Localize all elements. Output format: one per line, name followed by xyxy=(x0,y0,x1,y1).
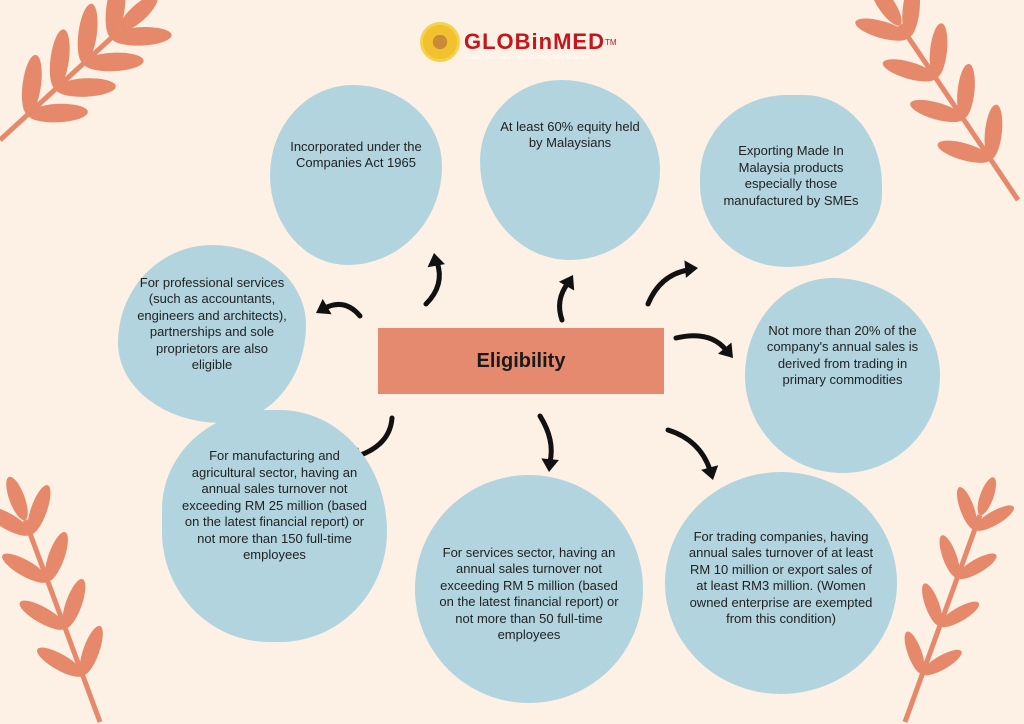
leaf-icon xyxy=(77,3,98,64)
arrow-icon xyxy=(557,280,571,323)
arrowhead-icon xyxy=(701,465,719,480)
criterion-companies-act: Incorporated under the Companies Act 196… xyxy=(270,85,442,265)
criterion-manufacturing: For manufacturing and agricultural secto… xyxy=(162,410,387,642)
leaf-icon xyxy=(977,477,997,516)
criterion-text: For professional services (such as accou… xyxy=(137,274,287,373)
arrow-icon xyxy=(645,267,691,307)
arrowhead-icon xyxy=(684,260,698,278)
leaf-icon xyxy=(855,18,909,41)
leaf-icon xyxy=(870,0,902,26)
leaf-icon xyxy=(55,78,116,97)
criterion-equity: At least 60% equity held by Malaysians xyxy=(480,80,660,260)
eligibility-title-box: Eligibility xyxy=(378,328,664,394)
leaf-icon xyxy=(0,506,31,536)
leaf-icon xyxy=(956,487,978,530)
globinmed-logo: GLOBinMED TM Global Information Hub On I… xyxy=(420,22,617,62)
criterion-text: Incorporated under the Companies Act 196… xyxy=(290,138,422,171)
branch-stem xyxy=(902,514,983,723)
leaf-icon xyxy=(21,54,42,115)
logo-trademark: TM xyxy=(605,37,617,47)
leaf-icon xyxy=(83,52,144,72)
criterion-text: Not more than 20% of the company's annua… xyxy=(766,322,919,388)
leaf-icon xyxy=(939,535,960,578)
leaf-icon xyxy=(939,601,980,628)
criterion-text: Exporting Made In Malaysia products espe… xyxy=(723,143,859,208)
leaf-icon xyxy=(929,23,948,78)
arrow-icon xyxy=(673,333,729,353)
arrow-icon xyxy=(537,413,554,465)
leaf-icon xyxy=(904,631,925,674)
arrowhead-icon xyxy=(427,253,445,268)
logo-name: GLOBinMED xyxy=(464,29,605,54)
arrow-icon xyxy=(322,301,363,319)
criterion-primary-commodities: Not more than 20% of the company's annua… xyxy=(745,278,940,473)
criterion-trading-companies: For trading companies, having annual sal… xyxy=(665,472,897,694)
logo-tagline: Global Information Hub On Integrated Med… xyxy=(464,55,590,61)
leaf-icon xyxy=(957,63,975,119)
sun-logo-icon xyxy=(420,22,460,62)
leaf-icon xyxy=(111,27,172,46)
leaf-icon xyxy=(62,578,86,629)
leaf-icon xyxy=(27,484,51,535)
criterion-text: For services sector, having an annual sa… xyxy=(439,544,619,643)
leaf-icon xyxy=(27,103,88,123)
criterion-exporting: Exporting Made In Malaysia products espe… xyxy=(700,95,882,267)
leaf-icon xyxy=(49,29,70,89)
leaf-icon xyxy=(44,531,68,582)
leaf-icon xyxy=(974,505,1015,531)
leaf-icon xyxy=(19,600,66,630)
leaf-icon xyxy=(937,140,991,163)
arrowhead-icon xyxy=(316,298,332,315)
page-title: Eligibility xyxy=(476,349,566,372)
leaf-icon xyxy=(37,647,83,677)
arrow-icon xyxy=(423,259,442,307)
arrow-icon xyxy=(665,427,713,473)
criterion-professional-services: For professional services (such as accou… xyxy=(118,245,306,423)
criterion-text: At least 60% equity held by Malaysians xyxy=(500,118,640,151)
leaf-icon xyxy=(922,649,962,676)
criterion-text: For manufacturing and agricultural secto… xyxy=(182,448,367,563)
leaf-icon xyxy=(910,99,964,123)
arrowhead-icon xyxy=(717,342,733,358)
leaf-icon xyxy=(119,0,158,32)
leaf-icon xyxy=(882,59,936,82)
leaf-icon xyxy=(6,476,28,521)
arrowhead-icon xyxy=(558,275,575,291)
arrowhead-icon xyxy=(541,458,559,472)
criterion-services-sector: For services sector, having an annual sa… xyxy=(415,475,643,703)
leaf-icon xyxy=(902,0,921,38)
leaf-icon xyxy=(2,553,49,583)
leaf-icon xyxy=(79,625,103,676)
leaf-icon xyxy=(957,553,997,580)
criterion-text: For trading companies, having annual sal… xyxy=(688,528,874,627)
leaf-icon xyxy=(922,583,943,626)
leaf-icon xyxy=(984,104,1003,160)
